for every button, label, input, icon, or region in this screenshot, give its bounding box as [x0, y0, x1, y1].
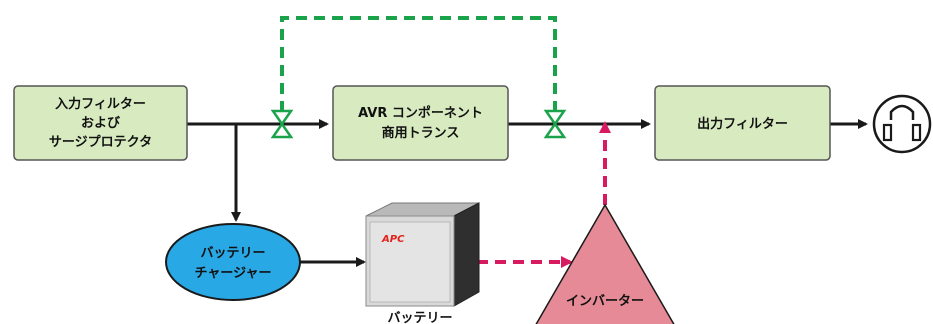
avr-label-line2: 商用トランス: [382, 125, 460, 141]
charger-label-line2: チャージャー: [195, 266, 272, 281]
avr-label-line1: AVR コンポーネント: [358, 105, 483, 121]
power-outlet-icon: [872, 94, 932, 154]
battery-unit-icon: APC: [365, 202, 480, 307]
battery-label: バッテリー: [387, 311, 452, 324]
inverter-node: インバーター: [535, 203, 675, 324]
bypass-path: [280, 16, 557, 112]
avr-box: AVR コンポーネント 商用トランス: [332, 85, 509, 161]
input-filter-label-line3: サージプロテクタ: [49, 135, 152, 150]
relay-switch-icon: [543, 109, 567, 139]
apc-logo: APC: [381, 234, 405, 245]
input-filter-label-line1: 入力フィルター: [55, 96, 146, 112]
output-filter-label: 出力フィルター: [697, 116, 788, 132]
battery-charger-node: バッテリー チャージャー: [165, 223, 301, 301]
main-power-path: [187, 119, 868, 267]
inverter-label: インバーター: [566, 294, 644, 309]
inverter-path: [477, 121, 611, 268]
relay-switch-icon: [270, 109, 294, 139]
charger-label-line1: バッテリー: [200, 246, 265, 261]
input-filter-box: 入力フィルター および サージプロテクタ: [13, 85, 188, 161]
input-filter-label-line2: および: [81, 116, 121, 131]
output-filter-box: 出力フィルター: [654, 85, 831, 161]
